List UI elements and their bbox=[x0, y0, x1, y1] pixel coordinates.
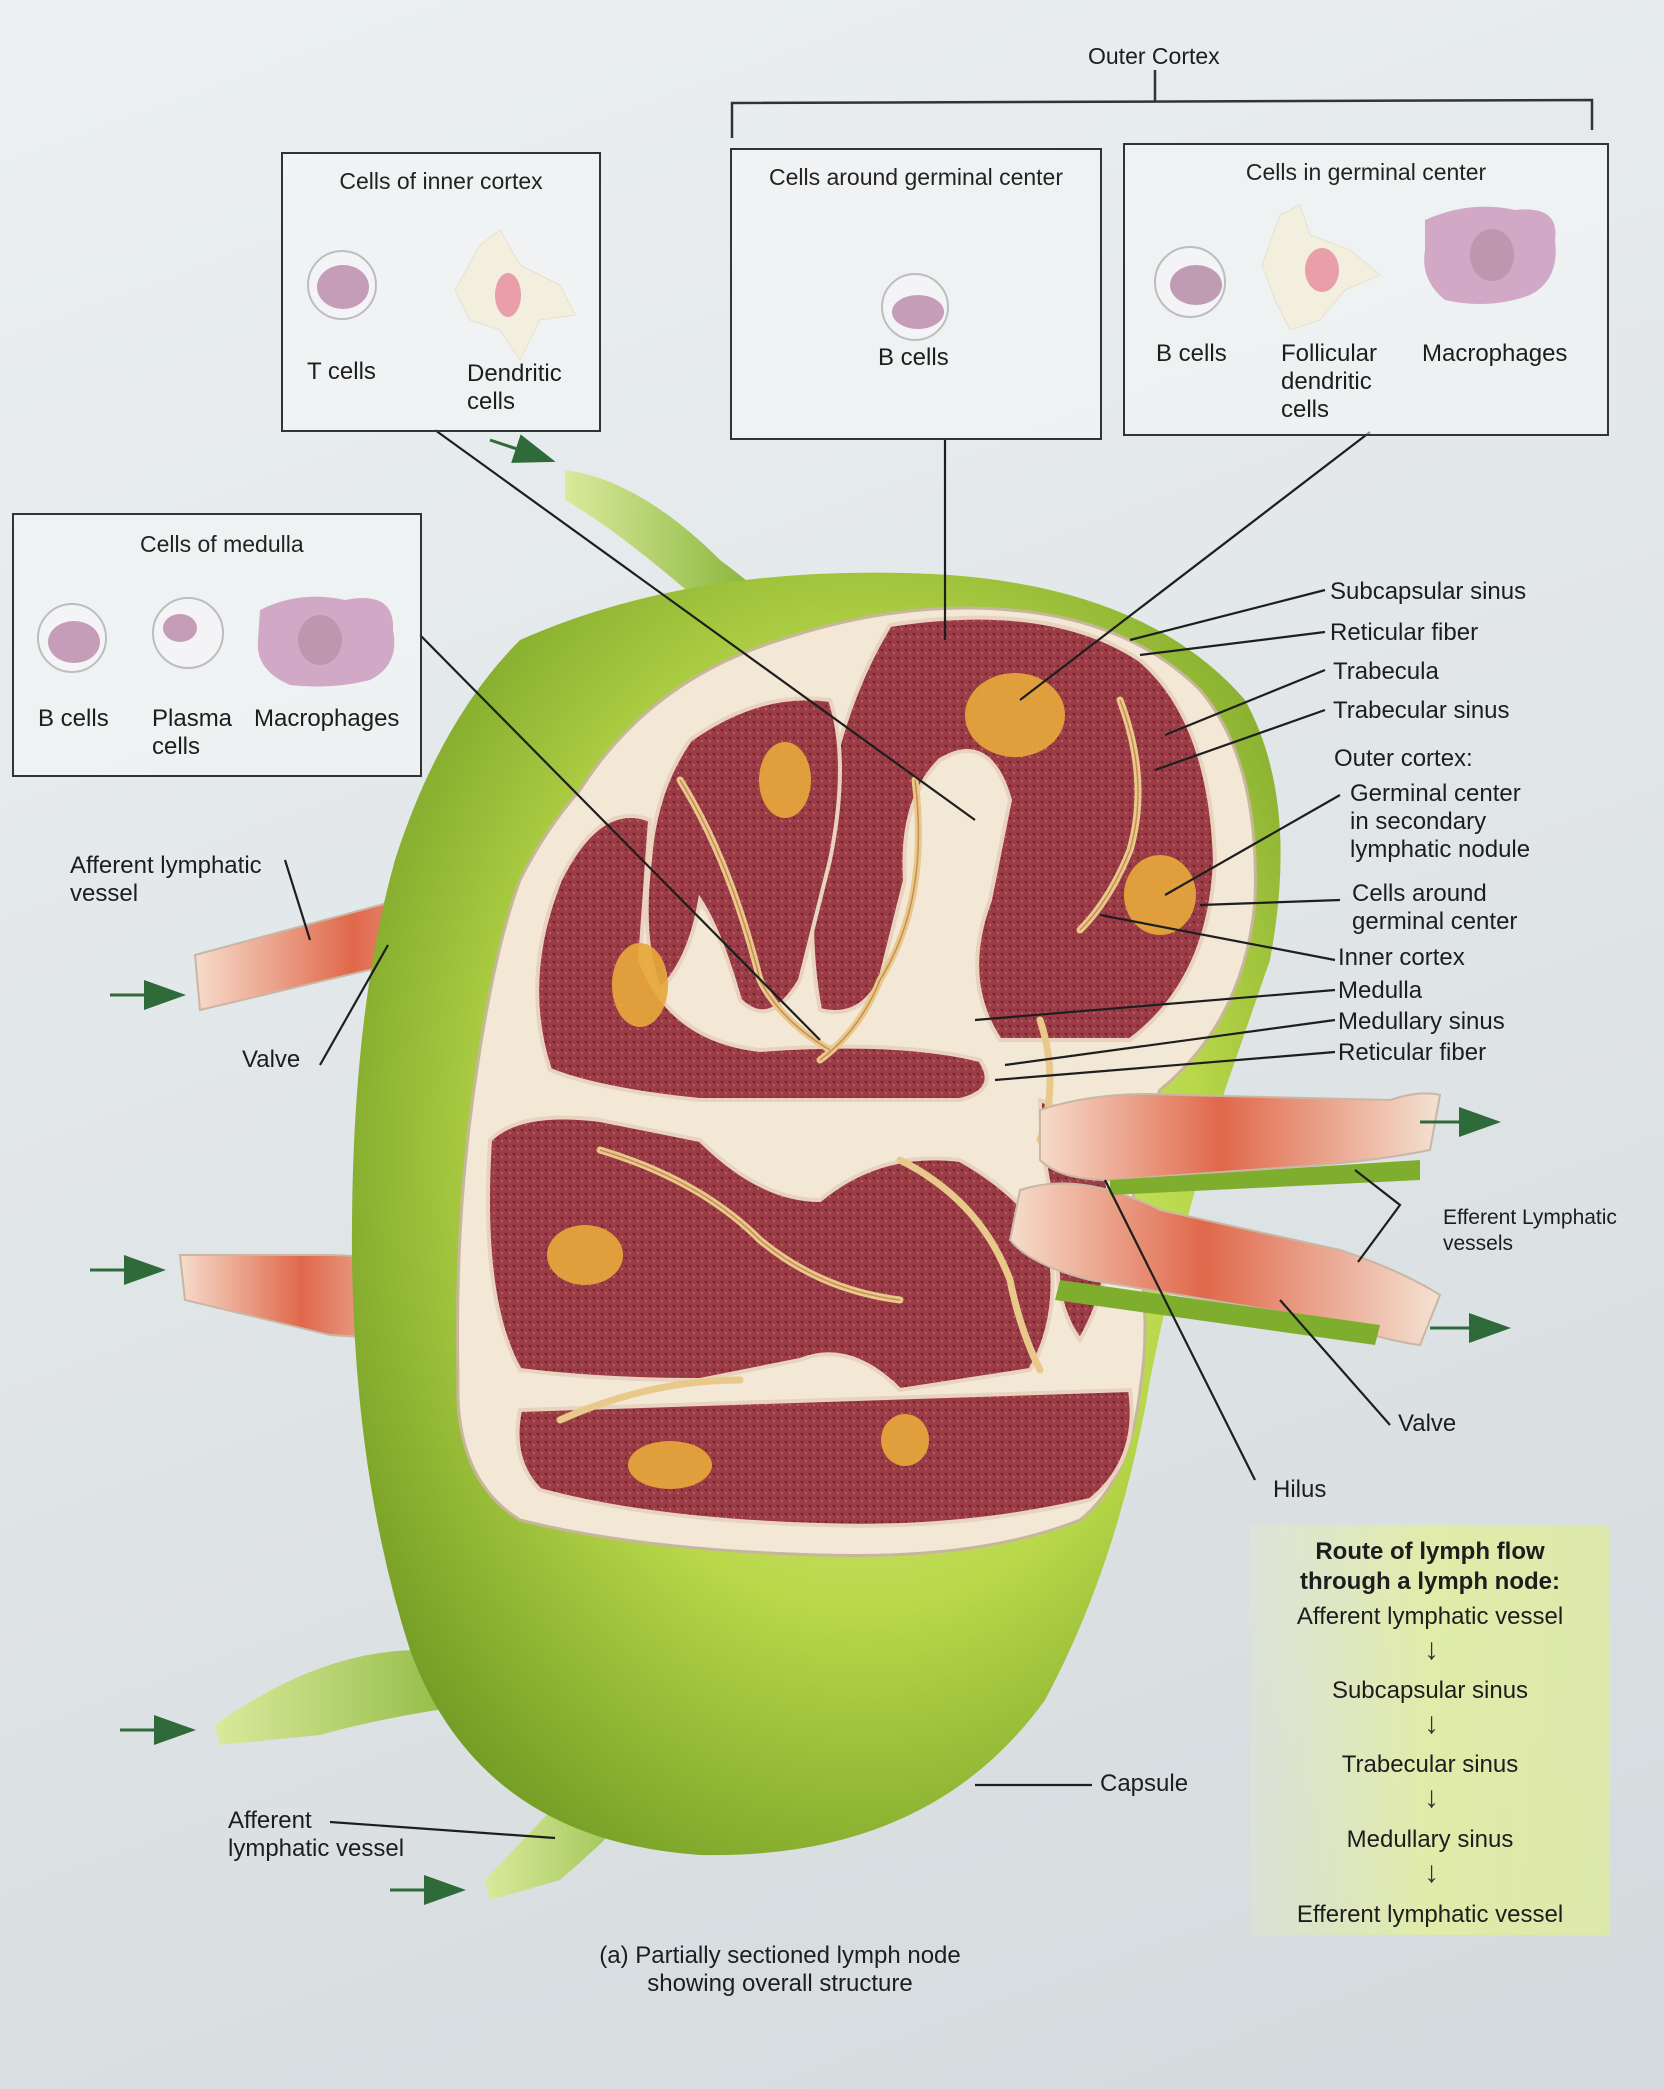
germinal-center-label: Germinal center in secondary lymphatic n… bbox=[1350, 780, 1531, 863]
t-cells-label: T cells bbox=[307, 358, 376, 385]
cells-around-germinal-center-label: Cells around germinal center bbox=[1352, 880, 1518, 935]
afferent-vessel-label-bottom: Afferent lymphatic vessel bbox=[228, 1807, 405, 1862]
reticular-fiber-label-bottom: Reticular fiber bbox=[1338, 1039, 1487, 1066]
afferent-vessel-label-top: Afferent lymphatic vessel bbox=[70, 852, 262, 907]
figure-caption: (a) Partially sectioned lymph node showi… bbox=[599, 1942, 961, 1997]
trabecular-sinus-label: Trabecular sinus bbox=[1333, 697, 1510, 724]
valve-label-left: Valve bbox=[242, 1046, 301, 1073]
medulla-label: Medulla bbox=[1338, 977, 1423, 1004]
in-germinal-box-title: Cells in germinal center bbox=[1245, 159, 1487, 185]
medulla-cells-box: Cells of medulla B cells Plasma cells Ma… bbox=[12, 513, 422, 777]
around-germinal-box-title: Cells around germinal center bbox=[768, 164, 1064, 190]
germinal-centers bbox=[547, 673, 1196, 1489]
b-cells-germinal-label: B cells bbox=[1156, 340, 1227, 367]
dendritic-cells-label: Dendritic cells bbox=[467, 360, 562, 415]
outer-cortex-heading: Outer cortex: bbox=[1334, 745, 1473, 772]
trabecula-label: Trabecula bbox=[1333, 658, 1439, 685]
medullary-sinus-label: Medullary sinus bbox=[1338, 1008, 1505, 1035]
route-title: Route of lymph flow through a lymph node… bbox=[1300, 1538, 1560, 1595]
macrophages-medulla-label: Macrophages bbox=[254, 705, 400, 732]
route-step-3: Trabecular sinus bbox=[1341, 1751, 1519, 1778]
route-arrow-4: ↓ bbox=[1424, 1856, 1439, 1889]
reticular-fiber-label-top: Reticular fiber bbox=[1330, 619, 1479, 646]
route-arrow-1: ↓ bbox=[1424, 1633, 1439, 1666]
plasma-cells-label: Plasma cells bbox=[152, 705, 233, 760]
b-cells-medulla-label: B cells bbox=[38, 705, 109, 732]
route-step-4: Medullary sinus bbox=[1346, 1826, 1514, 1853]
leader-lines bbox=[283, 429, 1402, 1840]
in-germinal-center-box: Cells in germinal center B cells Follicu… bbox=[1123, 143, 1609, 436]
route-step-5: Efferent lymphatic vessel bbox=[1296, 1901, 1564, 1928]
efferent-vessels-label: Efferent Lymphatic vessels bbox=[1443, 1206, 1617, 1255]
macrophages-germinal-label: Macrophages bbox=[1422, 340, 1568, 367]
cortex-tissue bbox=[486, 615, 1218, 1528]
inner-cortex-label: Inner cortex bbox=[1338, 944, 1465, 971]
hilus-label: Hilus bbox=[1273, 1476, 1327, 1503]
route-step-1: Afferent lymphatic vessel bbox=[1296, 1603, 1564, 1630]
valve-label-right: Valve bbox=[1398, 1410, 1457, 1437]
follicular-dendritic-cells-label: Follicular dendritic cells bbox=[1281, 340, 1378, 423]
route-arrow-3: ↓ bbox=[1424, 1781, 1439, 1814]
inner-cortex-box-title: Cells of inner cortex bbox=[339, 168, 543, 194]
medulla-box-title: Cells of medulla bbox=[140, 531, 304, 557]
flow-arrows bbox=[90, 434, 1511, 1905]
b-cells-around-label: B cells bbox=[878, 344, 949, 371]
inner-cortex-cells-box: Cells of inner cortex T cells Dendritic … bbox=[281, 152, 601, 432]
route-arrow-2: ↓ bbox=[1424, 1707, 1439, 1740]
capsule-label: Capsule bbox=[1100, 1770, 1189, 1797]
outer-cortex-bracket bbox=[730, 70, 1594, 138]
around-germinal-center-box: Cells around germinal center B cells bbox=[730, 148, 1102, 440]
route-step-2: Subcapsular sinus bbox=[1331, 1677, 1529, 1704]
subcapsular-sinus-label: Subcapsular sinus bbox=[1330, 578, 1527, 605]
lymph-flow-route-panel: Route of lymph flow through a lymph node… bbox=[1250, 1525, 1610, 1935]
efferent-vessels bbox=[1008, 1092, 1442, 1347]
trabecular-sinus-edges bbox=[599, 699, 1139, 1301]
outer-cortex-bracket-label: Outer Cortex bbox=[1088, 43, 1220, 69]
